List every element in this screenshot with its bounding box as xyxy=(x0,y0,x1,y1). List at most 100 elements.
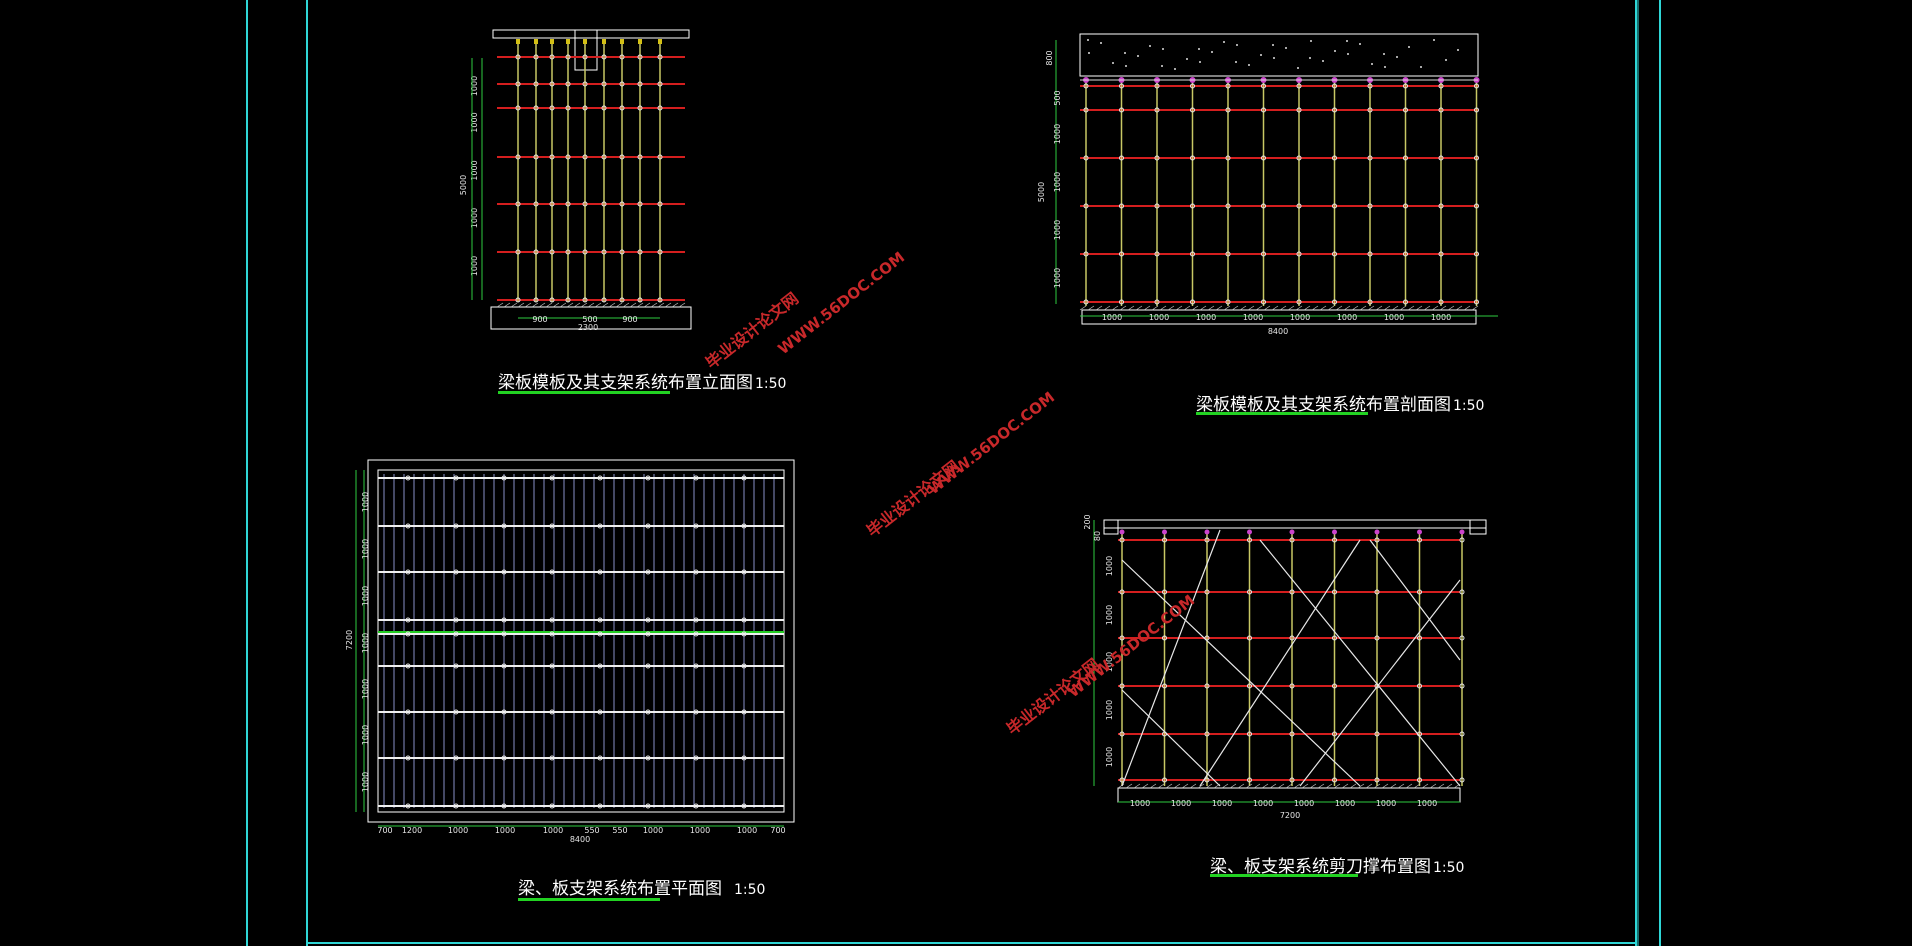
coupler-node xyxy=(1119,589,1125,595)
top-jack xyxy=(1374,529,1380,535)
plan-b-dim: 1200 xyxy=(402,826,422,835)
coupler-node xyxy=(533,201,539,207)
coupler-node xyxy=(601,81,607,87)
plan-node xyxy=(549,475,555,481)
hatch xyxy=(1167,305,1175,311)
plan-node xyxy=(597,523,603,529)
hatch xyxy=(1213,783,1221,789)
hatch xyxy=(643,302,651,308)
coupler-node xyxy=(1332,83,1337,89)
top-jack xyxy=(566,39,570,44)
coupler-node xyxy=(1190,107,1195,113)
plan-node xyxy=(597,475,603,481)
aggregate-dot xyxy=(1211,51,1213,53)
plan-node xyxy=(453,631,459,637)
hatch xyxy=(1165,783,1173,789)
hatch xyxy=(580,302,588,308)
brace-top-dim: 200 xyxy=(1083,514,1092,529)
hatch xyxy=(1157,783,1165,789)
aggregate-dot xyxy=(1248,64,1250,66)
coupler-node xyxy=(1247,635,1252,641)
plan-wall-outline xyxy=(367,459,795,823)
coupler-node xyxy=(657,54,663,60)
hatch xyxy=(1151,305,1159,311)
plan-node xyxy=(549,755,555,761)
coupler-node xyxy=(657,201,663,207)
coupler-node xyxy=(1119,107,1124,113)
plan-node xyxy=(453,569,459,575)
aggregate-dot xyxy=(1198,48,1200,50)
plan-node xyxy=(549,523,555,529)
coupler-node xyxy=(657,105,663,111)
coupler-node xyxy=(549,249,555,255)
coupler-node xyxy=(637,249,643,255)
hatch xyxy=(1389,783,1397,789)
hatch xyxy=(629,302,637,308)
plan-node xyxy=(645,475,651,481)
hatch xyxy=(1079,305,1087,311)
aggregate-dot xyxy=(1420,66,1422,68)
plan-node xyxy=(645,617,651,623)
scissor-brace xyxy=(1199,539,1361,787)
hatch xyxy=(1447,305,1455,311)
hatch xyxy=(1231,305,1239,311)
plan-title-underline xyxy=(518,898,660,901)
coupler-node xyxy=(1162,777,1167,783)
coupler-node xyxy=(1374,635,1380,641)
hatch xyxy=(1429,783,1437,789)
hatch xyxy=(517,302,525,308)
hatch xyxy=(1367,305,1375,311)
aggregate-dot xyxy=(1285,47,1287,49)
aggregate-dot xyxy=(1186,58,1188,60)
elev-v-dim: 1000 xyxy=(470,208,479,228)
coupler-node xyxy=(637,201,643,207)
plan-node xyxy=(501,569,507,575)
coupler-node xyxy=(1204,731,1210,737)
sect-b-dim: 1000 xyxy=(1290,313,1310,322)
plan-node xyxy=(693,569,699,575)
top-jack xyxy=(1289,529,1295,535)
plan-node xyxy=(453,709,459,715)
plan-outline xyxy=(377,469,785,813)
plan-node xyxy=(501,663,507,669)
coupler-node xyxy=(565,249,571,255)
hatch xyxy=(1455,305,1463,311)
hatch xyxy=(601,302,609,308)
plan-node xyxy=(645,663,651,669)
aggregate-dot xyxy=(1359,43,1361,45)
coupler-node xyxy=(582,105,588,111)
plan-node xyxy=(741,523,747,529)
plan-node xyxy=(693,755,699,761)
hatch xyxy=(1349,783,1357,789)
coupler-node xyxy=(1417,683,1422,689)
hatch xyxy=(1453,783,1461,789)
coupler-node xyxy=(619,297,625,303)
coupler-node xyxy=(1367,155,1373,161)
coupler-node xyxy=(1247,589,1252,595)
coupler-node xyxy=(1332,299,1337,305)
brace-b-dim: 1000 xyxy=(1171,799,1191,808)
top-jack xyxy=(620,39,624,44)
coupler-node xyxy=(1204,589,1210,595)
coupler-node xyxy=(1162,537,1167,543)
coupler-node xyxy=(1438,155,1444,161)
hatch xyxy=(1301,783,1309,789)
coupler-node xyxy=(1332,251,1337,257)
hatch xyxy=(1199,305,1207,311)
coupler-node xyxy=(582,201,588,207)
slab-edge xyxy=(1103,519,1119,535)
plan-b-dim: 1000 xyxy=(495,826,515,835)
coupler-node xyxy=(533,54,539,60)
hatch xyxy=(1125,783,1133,789)
aggregate-dot xyxy=(1112,62,1114,64)
plan-node xyxy=(453,523,459,529)
coupler-node xyxy=(601,201,607,207)
sect-v-dim: 500 xyxy=(1053,90,1062,105)
aggregate-dot xyxy=(1371,63,1373,65)
plan-node xyxy=(405,631,411,637)
coupler-node xyxy=(1332,589,1337,595)
coupler-node xyxy=(582,54,588,60)
